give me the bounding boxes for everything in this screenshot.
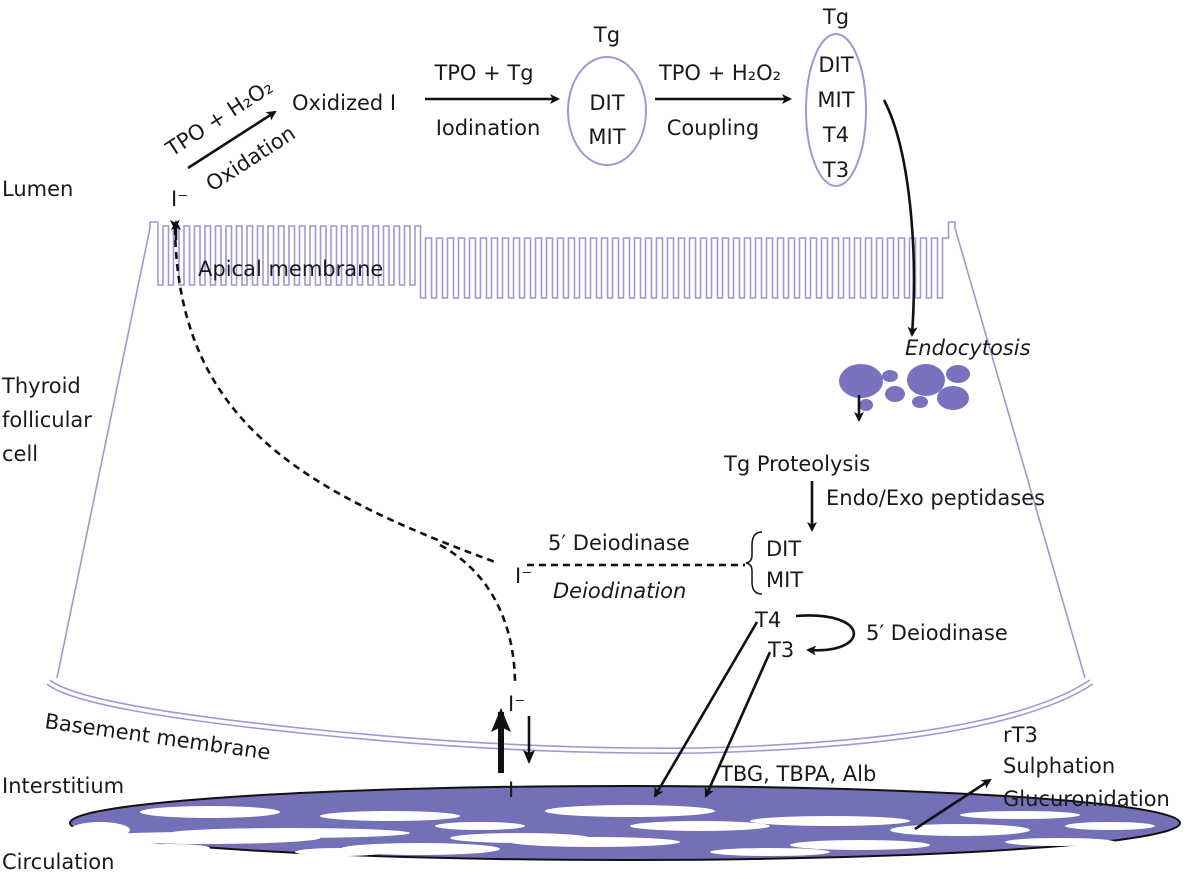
blood-cell [170, 828, 410, 838]
region-interstitium: Interstitium [2, 774, 124, 798]
blood-vessel [69, 785, 1181, 861]
iodination-label: Iodination [436, 116, 541, 140]
blood-cell [510, 837, 680, 847]
blood-cell [295, 848, 385, 856]
tg1-mit: MIT [588, 125, 625, 149]
tg2-t3: T3 [822, 158, 849, 182]
region-circulation: Circulation [2, 850, 114, 874]
blood-cell [790, 840, 930, 850]
brace [745, 531, 763, 595]
endocytosis-arrow [882, 99, 918, 337]
deiodinase-left-label: 5′ Deiodinase [548, 531, 690, 555]
deiodination-label: Deiodination [553, 579, 686, 603]
thyroglobulin-dit-mit: Tg DIT MIT [567, 23, 647, 166]
region-cell-line2: follicular [2, 408, 92, 432]
iodide-recycled: I⁻ [515, 564, 532, 588]
blood-cell [960, 811, 1080, 819]
blood-cell [1065, 822, 1155, 830]
region-cell-line3: cell [2, 442, 38, 466]
thyroglobulin-iodinated: Tg DIT MIT T4 T3 [805, 5, 867, 187]
tg2-dit: DIT [818, 53, 853, 77]
blood-cell [545, 805, 715, 817]
metabolism-glucuronidation: Glucuronidation [1003, 787, 1170, 811]
blood-cell [750, 816, 910, 826]
endocytosis-label: Endocytosis [905, 336, 1031, 360]
iodide-basal-path [439, 543, 517, 686]
tg2-mit: MIT [817, 88, 854, 112]
t4-label: T4 [754, 608, 781, 632]
apical-membrane-label: Apical membrane [198, 257, 383, 281]
t3-label: T3 [767, 638, 794, 662]
proteolysis-label: Tg Proteolysis [723, 452, 870, 476]
coupling-enzyme: TPO + H₂O₂ [658, 61, 781, 85]
blood-cell [710, 848, 830, 856]
cell-left-wall [56, 227, 151, 679]
cell-right-wall [954, 227, 1086, 679]
oxidation-arrow [187, 110, 277, 170]
iodide-recycle-path [169, 219, 496, 564]
t4-to-t3-arrow [795, 614, 856, 656]
blood-cell [320, 811, 460, 821]
tg1-dit: DIT [589, 91, 624, 115]
metabolism-sulphation: Sulphation [1003, 754, 1115, 778]
blood-cell [1005, 838, 1115, 846]
region-cell-line1: Thyroid [1, 374, 81, 398]
peptidases-label: Endo/Exo peptidases [826, 486, 1045, 510]
basement-membrane-label: Basement membrane [43, 709, 272, 764]
product-mit: MIT [766, 568, 803, 592]
tg2-title: Tg [822, 5, 849, 29]
blood-cell [130, 844, 210, 852]
blood-cell [890, 824, 1030, 836]
basement-membrane [49, 679, 1091, 749]
deiodinase-right-label: 5′ Deiodinase [866, 621, 1008, 645]
binding-proteins: TBG, TBPA, Alb [719, 762, 876, 786]
region-lumen: Lumen [2, 177, 73, 201]
coupling-label: Coupling [667, 116, 759, 140]
iodide-basal: I⁻ [508, 692, 525, 716]
oxidized-iodine: Oxidized I [292, 91, 396, 115]
endocytic-vesicles [839, 364, 970, 411]
t4-release-arrow [653, 621, 759, 798]
blood-cell [630, 821, 770, 831]
basement-membrane-inner [46, 683, 1094, 754]
apical-membrane [149, 221, 956, 299]
tg1-title: Tg [593, 23, 620, 47]
metabolism-arrow [914, 778, 992, 831]
iodination-enzyme: TPO + Tg [433, 61, 533, 85]
metabolism-rt3: rT3 [1003, 723, 1038, 747]
t3-release-arrow [704, 651, 772, 798]
blood-cell [140, 806, 280, 818]
blood-cell [435, 822, 525, 830]
iodide-interstitial: I⁻ [508, 778, 525, 802]
iodide-lumen: I⁻ [171, 187, 188, 211]
tg2-t4: T4 [822, 123, 849, 147]
product-dit: DIT [766, 537, 801, 561]
